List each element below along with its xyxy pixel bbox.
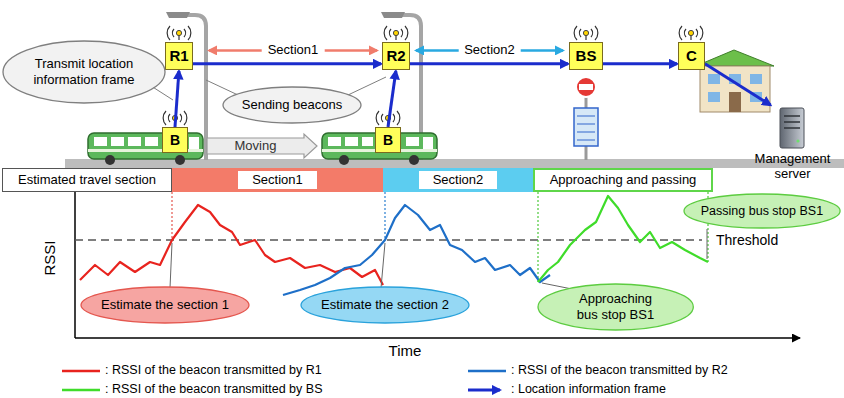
node-text: Estimate the section 1 (101, 297, 229, 313)
node-text: R2 (386, 47, 405, 65)
annotation-ellipse: Estimate the section 1 (80, 286, 250, 324)
threshold-line (75, 239, 702, 241)
ellipse-outline (3, 41, 165, 103)
node-text: Section1 (238, 171, 317, 189)
bus-node-box: B (162, 127, 188, 153)
axis-label: Time (389, 342, 422, 360)
marker-line (171, 192, 172, 240)
legend-arrow (468, 389, 500, 392)
node-text: Management server (747, 151, 839, 182)
node-text: Estimated travel section (18, 172, 156, 188)
server-icon (780, 108, 804, 148)
legend-line (62, 389, 100, 392)
connector (410, 62, 568, 65)
ellipse-outline (81, 287, 249, 323)
node-text: Transmit location information frame (22, 56, 147, 87)
annotation-ellipse: Approaching bus stop BS1 (537, 283, 694, 331)
connector (193, 62, 381, 65)
node-text: R1 (169, 47, 188, 65)
legend-text: : RSSI of the beacon transmitted by R2 (511, 363, 728, 378)
node-text: B (170, 132, 180, 149)
building (696, 50, 774, 112)
section-band: Section1 (172, 168, 383, 192)
ellipse-outline (223, 87, 361, 123)
legend-text: : RSSI of the beacon transmitted by R1 (105, 363, 322, 378)
antenna-icon (679, 26, 703, 40)
antenna-icon (574, 26, 598, 40)
server-node: Management server (745, 104, 841, 182)
section-band: Section2 (383, 168, 533, 192)
node-text: C (686, 47, 697, 65)
node-text: Moving (235, 138, 277, 154)
ellipse-outline (538, 284, 693, 330)
rssi-curve (538, 196, 708, 282)
connector (603, 62, 677, 65)
connector (175, 71, 179, 127)
marker-line (537, 192, 538, 282)
y-axis (74, 182, 76, 338)
node-text: Sending beacons (242, 97, 342, 113)
relay-node-box: R2 (382, 42, 410, 70)
legend-text: : Location information frame (511, 382, 666, 397)
axis-label: RSSI (41, 240, 59, 275)
node-text: B (383, 132, 393, 149)
edge-label: Section2 (458, 42, 521, 60)
node-text: Passing bus stop BS1 (701, 204, 823, 219)
bus-stop-node-box: BS (569, 42, 603, 70)
x-axis (75, 337, 800, 339)
callout-ellipse: Sending beacons (222, 86, 362, 124)
legend-line (62, 370, 100, 373)
node-text: Approaching bus stop BS1 (568, 291, 663, 322)
callout-ellipse: Transmit location information frame (2, 40, 166, 104)
relay-node-box: R1 (165, 42, 193, 70)
annotation-ellipse: Passing bus stop BS1 (683, 193, 841, 229)
antenna-icon (167, 26, 191, 40)
bus-stop-sign (574, 77, 598, 160)
center-node-box: C (678, 42, 705, 70)
edge-label: Section1 (262, 42, 325, 60)
connector (388, 71, 396, 127)
moving-arrow: Moving (207, 134, 318, 158)
arrow-outline (207, 134, 317, 158)
section-band: Approaching and passing (533, 168, 713, 192)
bus-node-box: B (375, 127, 401, 153)
annotation-ellipse: Estimate the section 2 (300, 286, 470, 324)
node-text: Estimate the section 2 (321, 297, 449, 313)
threshold-label: Threshold (716, 232, 778, 249)
ellipse-outline (301, 287, 469, 323)
legend-line (468, 370, 506, 373)
node-text: Approaching and passing (550, 172, 697, 188)
rssi-curve (283, 205, 550, 295)
section-header-box: Estimated travel section (2, 168, 172, 192)
node-text: Section2 (419, 171, 498, 189)
marker-line (384, 192, 385, 240)
leader-line (170, 229, 707, 289)
connector (705, 64, 771, 105)
antenna-icon (384, 26, 408, 40)
legend-text: : RSSI of the beacon transmitted by BS (105, 382, 322, 397)
node-text: BS (576, 47, 597, 65)
ellipse-outline (684, 194, 840, 228)
